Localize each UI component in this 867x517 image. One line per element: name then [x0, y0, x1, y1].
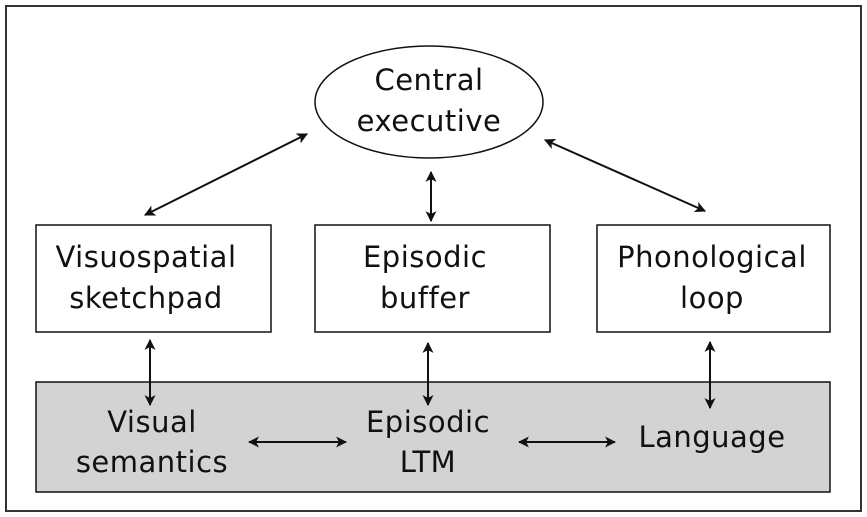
central-executive-node: Central executive: [314, 45, 544, 159]
central-executive-label-line2: executive: [357, 104, 502, 138]
episodic-buffer-label-line1: Episodic: [363, 240, 487, 274]
language-node: Language: [638, 420, 785, 454]
visual-semantics-label-line1: Visual: [107, 405, 197, 439]
visuospatial-sketchpad-label-line1: Visuospatial: [55, 240, 236, 274]
phonological-loop-box: [596, 224, 831, 333]
visuospatial-sketchpad-box: [35, 224, 272, 333]
phonological-loop-label-line1: Phonological: [617, 240, 807, 274]
episodic-buffer-label-line2: buffer: [380, 281, 470, 315]
visuospatial-sketchpad-label-line2: sketchpad: [69, 281, 223, 315]
episodic-buffer-node: Episodic buffer: [314, 224, 551, 333]
episodic-ltm-node: Episodic LTM: [366, 405, 490, 479]
arrows: [144, 133, 716, 448]
visual-semantics-node: Visual semantics: [76, 405, 228, 479]
central-executive-label-line1: Central: [374, 63, 483, 97]
phonological-loop-label-line2: loop: [680, 281, 744, 315]
visual-semantics-label-line2: semantics: [76, 445, 228, 479]
central-executive-ellipse: [314, 45, 544, 159]
episodic-ltm-label-line1: Episodic: [366, 405, 490, 439]
phonological-loop-node: Phonological loop: [596, 224, 831, 333]
arrow-executive-visuospatial: [144, 133, 308, 216]
visuospatial-sketchpad-node: Visuospatial sketchpad: [35, 224, 272, 333]
language-label: Language: [638, 420, 785, 454]
episodic-buffer-box: [314, 224, 551, 333]
episodic-ltm-label-line2: LTM: [400, 445, 456, 479]
arrow-executive-phonological: [543, 138, 707, 213]
